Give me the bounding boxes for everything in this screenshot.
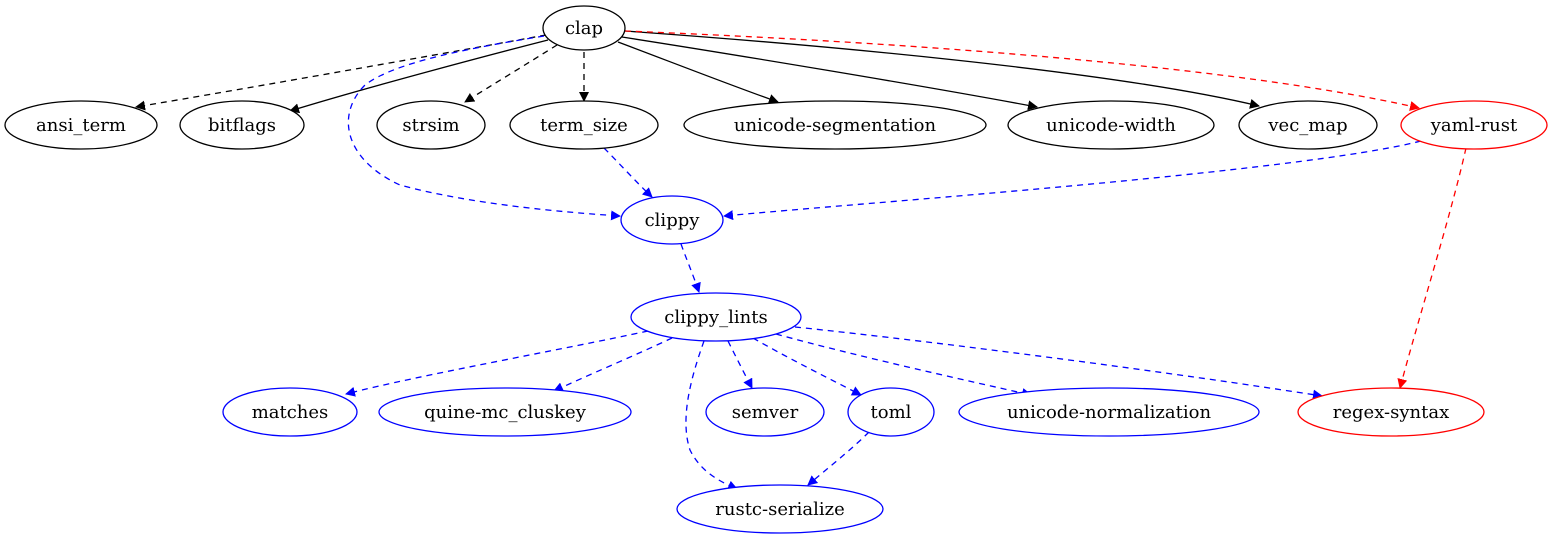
node-ellipse [683,100,987,150]
node-ellipse [676,484,884,534]
edge-clap-to-strsim [464,44,558,103]
edge-clippy-lints-to-quine-mc-cluskey [553,337,673,392]
node-semver: semver [705,387,825,437]
node-ellipse [958,387,1260,437]
node-yaml-rust: yaml-rust [1400,100,1548,150]
node-label: quine-mc_cluskey [424,402,587,423]
node-label: clap [565,18,603,39]
node-label: strsim [402,115,459,136]
node-label: unicode-normalization [1007,402,1212,423]
node-ellipse [376,100,486,150]
node-label: ansi_term [36,115,126,136]
node-ellipse [378,387,632,437]
node-label: regex-syntax [1333,402,1449,423]
node-clippy: clippy [620,195,724,245]
node-term-size: term_size [509,100,659,150]
edge-clap-to-yaml-rust [624,30,1420,111]
node-quine-mc-cluskey: quine-mc_cluskey [378,387,632,437]
node-label: unicode-segmentation [734,115,937,136]
node-label: unicode-width [1046,115,1176,136]
node-ellipse [1297,387,1485,437]
node-label: term_size [540,115,628,136]
node-label: semver [732,402,799,423]
node-ellipse [509,100,659,150]
edge-clippy-lints-to-regex-syntax [794,326,1323,400]
edge-clap-to-ansi-term [135,34,547,111]
node-label: toml [871,402,912,423]
edge-term-size-to-clippy [603,147,653,198]
node-ellipse [542,5,626,51]
edge-clippy-lints-to-rustc-serialize [685,340,738,491]
node-unicode-width: unicode-width [1007,100,1215,150]
edge-clippy-to-clippy-lints [680,243,701,293]
node-label: matches [252,402,329,423]
node-ellipse [4,100,158,150]
edge-yaml-rust-to-regex-syntax [1397,147,1467,389]
node-ellipse [179,100,305,150]
edge-toml-to-rustc-serialize [807,431,870,486]
node-ellipse [1007,100,1215,150]
node-label: vec_map [1267,115,1347,136]
node-ellipse [620,195,724,245]
node-label: clippy_lints [664,307,767,328]
node-strsim: strsim [376,100,486,150]
node-unicode-normalization: unicode-normalization [958,387,1260,437]
node-label: bitflags [208,115,276,136]
edge-clap-to-vec-map [624,30,1260,109]
node-bitflags: bitflags [179,100,305,150]
node-clippy-lints: clippy_lints [630,292,802,342]
node-ellipse [1400,100,1548,150]
node-label: yaml-rust [1430,115,1518,136]
node-ellipse [1238,100,1378,150]
node-regex-syntax: regex-syntax [1297,387,1485,437]
node-ansi-term: ansi_term [4,100,158,150]
node-rustc-serialize: rustc-serialize [676,484,884,534]
edge-clippy-lints-to-semver [727,340,753,389]
node-vec-map: vec_map [1238,100,1378,150]
edge-clap-to-clippy [347,35,621,221]
edge-clap-to-bitflags [289,39,549,114]
edge-clippy-lints-to-toml [752,337,862,396]
node-label: clippy [645,210,701,231]
node-ellipse [705,387,825,437]
node-ellipse [630,292,802,342]
node-label: rustc-serialize [715,499,844,520]
node-clap: clap [542,5,626,51]
edge-clap-to-unicode-segmentation [617,41,779,104]
node-matches: matches [222,387,358,437]
node-toml: toml [847,387,935,437]
edge-clippy-lints-to-matches [345,330,649,397]
edge-clap-to-unicode-width [621,36,1038,111]
node-unicode-segmentation: unicode-segmentation [683,100,987,150]
node-ellipse [847,387,935,437]
edges-layer [135,30,1467,491]
edge-yaml-rust-to-clippy [723,140,1422,221]
node-ellipse [222,387,358,437]
edge-clippy-lints-to-unicode-normalization [775,333,1032,398]
